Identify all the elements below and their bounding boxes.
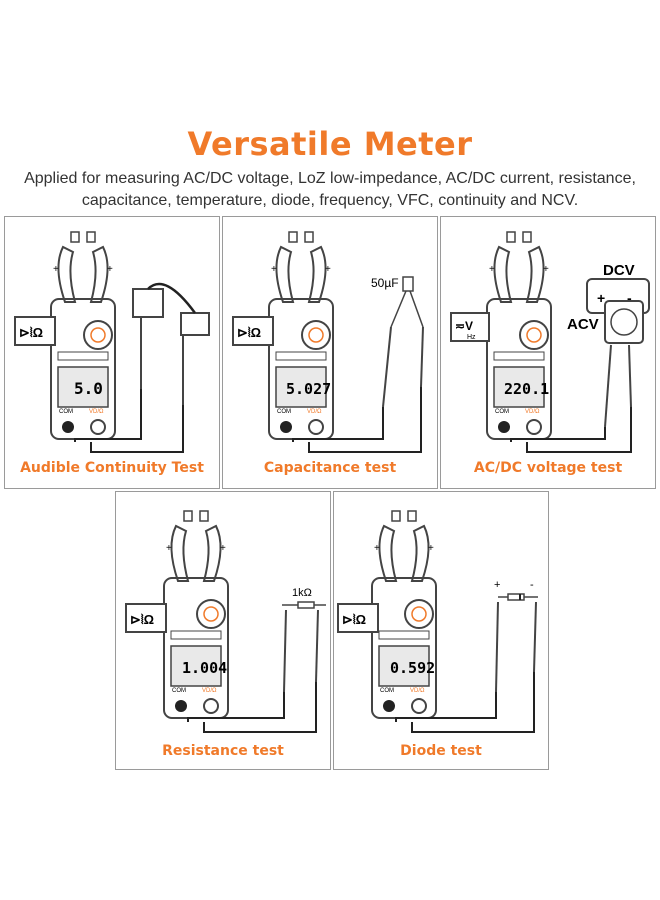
svg-text:Hz: Hz [467, 334, 476, 341]
svg-text:+: + [374, 543, 380, 554]
svg-text:COM: COM [172, 688, 186, 694]
caption: Capacitance test [263, 460, 397, 476]
panel-capacitance: + + 5.027 COM VD/Ω ⊳⦚Ω 50µF Capacitance t… [222, 216, 438, 489]
svg-text:+: + [428, 543, 434, 554]
outlet-icon [610, 308, 638, 336]
lcd-reading: 220.1 [504, 380, 549, 398]
meter-illustration: + + 5.0 COM VD/Ω ⊳⦚Ω [14, 231, 210, 453]
meter-illustration: + + 220.1 COM VD/Ω ≂V Hz DCV + - ACV [450, 231, 650, 453]
dcv-label: DCV [603, 262, 635, 279]
lcd-reading: 1.004 [182, 659, 227, 677]
voltage-symbol: ≂V [455, 319, 473, 333]
page-subtitle: Applied for measuring AC/DC voltage, LoZ… [24, 170, 636, 209]
svg-text:VD/Ω: VD/Ω [307, 409, 322, 415]
caption: Audible Continuity Test [20, 460, 204, 476]
lcd-reading: 0.592 [390, 659, 435, 677]
svg-text:VD/Ω: VD/Ω [89, 409, 104, 415]
diode-continuity-ohm-icon: ⊳⦚Ω [19, 325, 43, 340]
diode-continuity-ohm-icon: ⊳⦚Ω [237, 325, 261, 340]
acv-label: ACV [567, 316, 599, 333]
svg-text:VD/Ω: VD/Ω [410, 688, 425, 694]
svg-text:COM: COM [495, 409, 509, 415]
caption: Resistance test [162, 743, 284, 759]
lcd-reading: 5.0 [74, 379, 103, 398]
caption: Diode test [400, 743, 482, 759]
lcd-reading: 5.027 [286, 380, 331, 398]
diode-component-icon [507, 593, 525, 601]
svg-text:+: + [220, 543, 226, 554]
svg-text:VD/Ω: VD/Ω [525, 409, 540, 415]
svg-text:+: + [271, 264, 277, 275]
svg-text:+: + [325, 264, 331, 275]
caption: AC/DC voltage test [473, 460, 623, 476]
svg-text:+: + [489, 264, 495, 275]
page-title: Versatile Meter [187, 125, 473, 163]
diode-plus-icon: + [494, 579, 500, 591]
svg-text:VD/Ω: VD/Ω [202, 688, 217, 694]
battery-minus-icon: - [627, 290, 632, 306]
capacitor-label: 50µF [371, 276, 399, 290]
meter-illustration: + + 1.004 COM VD/Ω ⊳⦚Ω 1kΩ [125, 510, 326, 733]
panel-continuity: + + 5.0 COM VD/Ω ⊳⦚Ω Audible Continuity T… [4, 216, 220, 489]
svg-text:COM: COM [277, 409, 291, 415]
diode-continuity-ohm-icon: ⊳⦚Ω [342, 612, 366, 627]
svg-text:COM: COM [59, 409, 73, 415]
meter-illustration: + + 5.027 COM VD/Ω ⊳⦚Ω 50µF [232, 231, 424, 453]
battery-plus-icon: + [597, 290, 605, 306]
meter-illustration: + + 0.592 COM VD/Ω ⊳⦚Ω + - [337, 510, 538, 733]
svg-text:+: + [543, 264, 549, 275]
panel-resistance: + + 1.004 COM VD/Ω ⊳⦚Ω 1kΩ Resistance tes… [115, 491, 331, 770]
resistor-label: 1kΩ [292, 587, 312, 599]
diode-minus-icon: - [530, 579, 534, 591]
panel-acdc-voltage: + + 220.1 COM VD/Ω ≂V Hz DCV + - ACV AC/D… [440, 216, 656, 489]
svg-text:+: + [107, 264, 113, 275]
diode-continuity-ohm-icon: ⊳⦚Ω [130, 612, 154, 627]
svg-text:+: + [166, 543, 172, 554]
svg-text:+: + [53, 264, 59, 275]
svg-text:COM: COM [380, 688, 394, 694]
panel-diode: + + 0.592 COM VD/Ω ⊳⦚Ω + - Diode test [333, 491, 549, 770]
